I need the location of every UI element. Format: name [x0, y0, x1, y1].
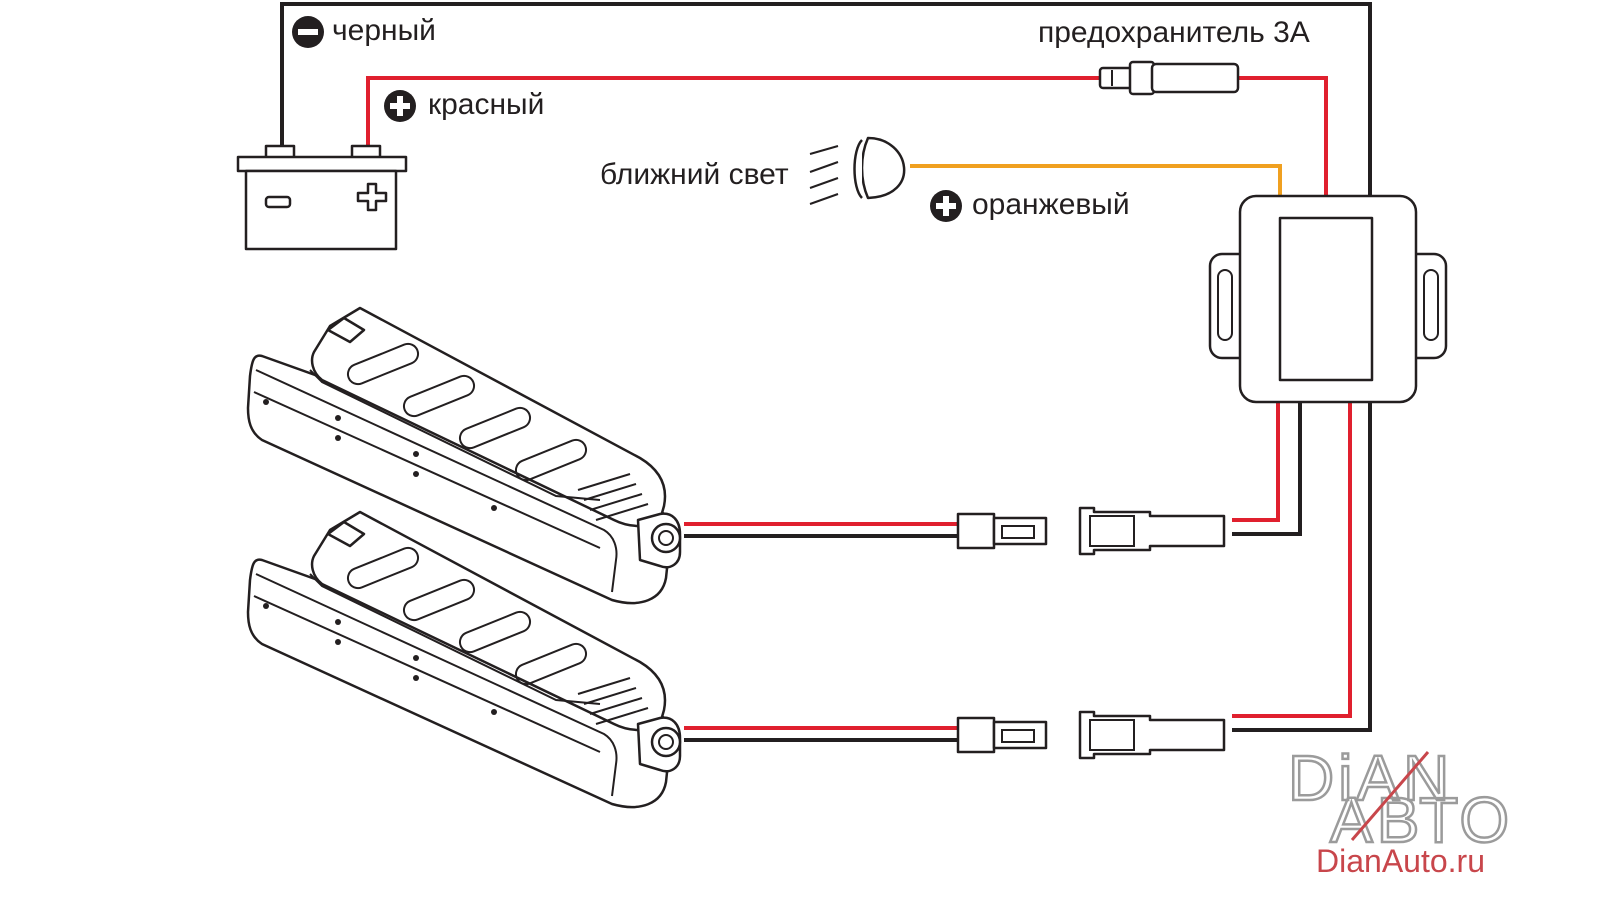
black-wire-box-upper [1232, 402, 1302, 536]
plus-circle-icon [930, 190, 962, 222]
connector-icon [1078, 710, 1226, 760]
orange-wire [910, 164, 1282, 196]
label-black-wire: черный [332, 14, 436, 47]
minus-circle-icon [292, 16, 324, 48]
connector-icon [956, 512, 1048, 550]
black-wire-main [280, 2, 1372, 732]
fuse-icon [1098, 60, 1240, 96]
connector-icon [956, 716, 1048, 754]
label-low-beam: ближний свет [600, 158, 789, 191]
watermark: DiAN АВТО DianAuto.ru [1287, 741, 1513, 879]
red-wire-box-upper [1232, 402, 1280, 522]
label-red-wire: красный [428, 88, 544, 121]
watermark-url: DianAuto.ru [1316, 843, 1485, 879]
watermark-slash [1350, 751, 1430, 841]
connector-icon [1078, 506, 1226, 556]
label-fuse: предохранитель 3А [1038, 16, 1310, 49]
plus-circle-icon [384, 90, 416, 122]
headlight-icon [809, 136, 906, 205]
wires [280, 2, 1372, 742]
watermark-brand-line1: DiAN [1288, 742, 1453, 814]
red-wire-box-lower [1232, 402, 1352, 718]
control-box-icon [1208, 194, 1448, 404]
watermark-brand-line2: АВТО [1330, 784, 1513, 856]
battery-icon [236, 144, 408, 251]
red-wire-battery-fuse [366, 76, 1100, 148]
label-orange-wire: оранжевый [972, 188, 1130, 221]
red-wire-fuse-box [1238, 76, 1328, 196]
